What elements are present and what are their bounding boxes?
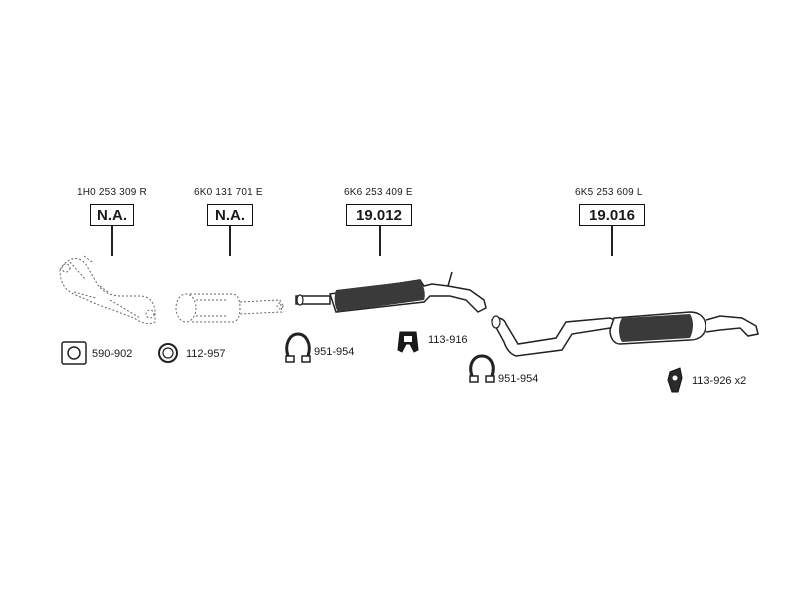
part-code-113-926[interactable]: 113-926 x2 — [692, 375, 747, 387]
part-code-112-957[interactable]: 112-957 — [186, 348, 226, 360]
ring-icon — [158, 343, 178, 363]
part-box-2[interactable]: N.A. — [207, 204, 253, 226]
catalytic-converter-drawing[interactable] — [175, 293, 284, 323]
clamp-icon — [469, 354, 495, 383]
hanger-icon — [667, 367, 683, 393]
rubber-mount-icon — [397, 331, 419, 353]
leader-line-1 — [111, 226, 113, 256]
leader-line-2 — [229, 226, 231, 256]
front-silencer-drawing[interactable] — [295, 271, 487, 313]
oem-number-2: 6K0 131 701 E — [194, 187, 263, 198]
part-box-3[interactable]: 19.012 — [346, 204, 412, 226]
leader-line-4 — [611, 226, 613, 256]
clamp-icon — [285, 332, 311, 363]
rear-silencer-drawing[interactable] — [491, 311, 759, 357]
part-box-4[interactable]: 19.016 — [579, 204, 645, 226]
gasket-icon — [61, 341, 87, 365]
part-code-951-954-b[interactable]: 951-954 — [498, 373, 539, 385]
front-pipe-drawing[interactable] — [59, 255, 156, 325]
oem-number-1: 1H0 253 309 R — [77, 187, 147, 198]
part-box-1[interactable]: N.A. — [90, 204, 134, 226]
part-code-590-902[interactable]: 590-902 — [92, 348, 133, 360]
leader-line-3 — [379, 226, 381, 256]
oem-number-4: 6K5 253 609 L — [575, 187, 643, 198]
part-code-951-954-a[interactable]: 951-954 — [314, 346, 355, 358]
part-code-113-916[interactable]: 113-916 — [428, 334, 468, 346]
oem-number-3: 6K6 253 409 E — [344, 187, 413, 198]
